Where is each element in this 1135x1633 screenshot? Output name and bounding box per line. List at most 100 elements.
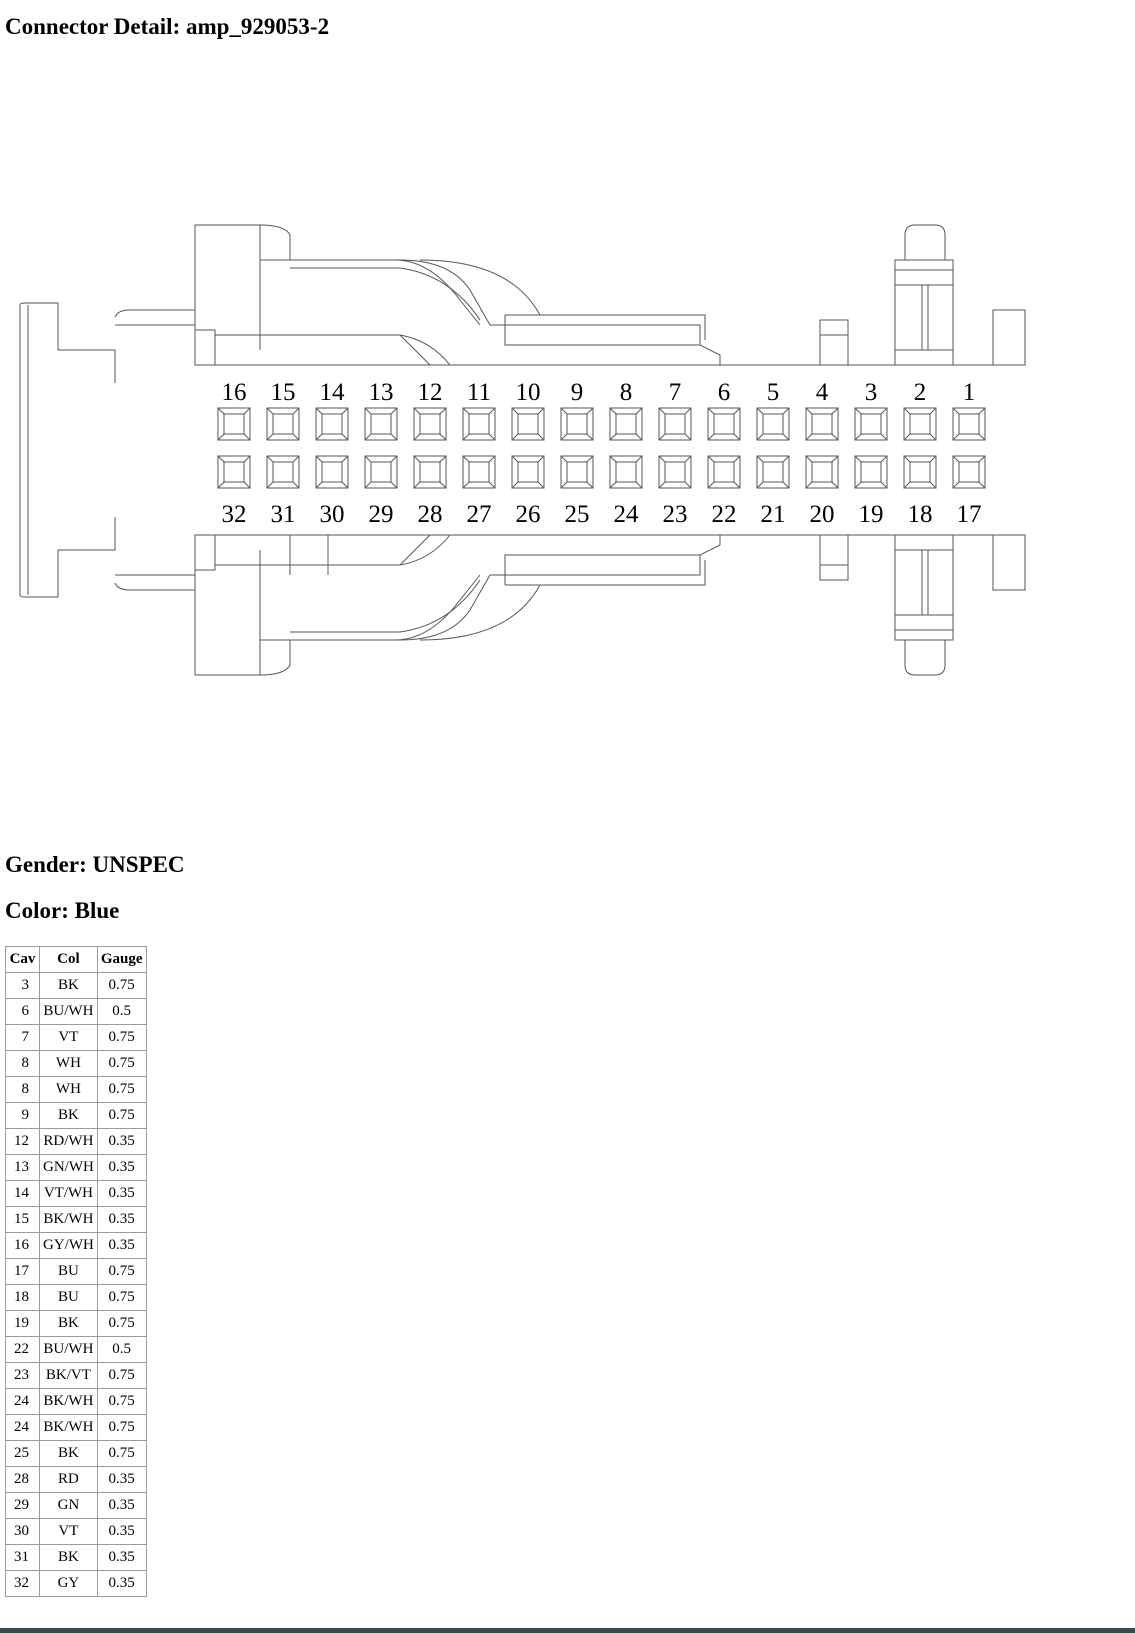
cell-cav: 24 [5,1414,40,1441]
cell-col: RD/WH [39,1128,98,1155]
cell-gauge: 0.35 [96,1492,147,1519]
cavity-number: 5 [767,379,780,406]
cavity-number: 4 [816,379,829,406]
cavity [854,407,888,441]
cavity-number: 31 [271,501,296,528]
cavity [805,455,839,489]
cell-cav: 3 [5,972,40,999]
cell-gauge: 0.75 [96,1050,147,1077]
cell-col: BU [39,1258,98,1285]
cell-cav: 22 [5,1336,40,1363]
cavity-number: 27 [467,501,492,528]
cavity [266,407,300,441]
cavity-number: 19 [859,501,884,528]
cell-gauge: 0.75 [96,1310,147,1337]
cavity [658,407,692,441]
cavity-number: 2 [914,379,927,406]
cell-col: BK [39,972,98,999]
cell-cav: 8 [5,1076,40,1103]
cavity [462,407,496,441]
cell-col: WH [39,1076,98,1103]
cell-cav: 23 [5,1362,40,1389]
col-header-cav: Cav [5,946,40,973]
cavity-number: 16 [222,379,247,406]
gender-label: Gender: UNSPEC [5,852,185,877]
cell-gauge: 0.75 [96,1440,147,1467]
cell-gauge: 0.35 [96,1154,147,1181]
cell-cav: 31 [5,1544,40,1571]
cell-col: BK/WH [39,1414,98,1441]
cell-cav: 28 [5,1466,40,1493]
cavity-number: 3 [865,379,878,406]
cavity [854,455,888,489]
cavity-number: 13 [369,379,394,406]
connector-body-outline [194,225,1026,366]
cavity [609,455,643,489]
cavity-number: 21 [761,501,786,528]
cell-col: BU [39,1284,98,1311]
cell-col: GN/WH [39,1154,98,1181]
cavity-number: 17 [957,501,982,528]
cavity [217,407,251,441]
cell-gauge: 0.75 [96,972,147,999]
cell-gauge: 0.75 [96,1284,147,1311]
cell-gauge: 0.75 [96,1102,147,1129]
cell-cav: 7 [5,1024,40,1051]
cell-col: GY [39,1570,98,1597]
cell-cav: 29 [5,1492,40,1519]
cavity [413,455,447,489]
cavity [756,455,790,489]
cavity [609,407,643,441]
cavity [707,455,741,489]
cavity-number: 20 [810,501,835,528]
cell-col: BU/WH [39,998,98,1025]
cavity [364,407,398,441]
cavity [560,455,594,489]
cavity-number: 8 [620,379,633,406]
cell-col: VT [39,1518,98,1545]
cell-gauge: 0.35 [96,1544,147,1571]
cell-gauge: 0.75 [96,1414,147,1441]
cell-cav: 6 [5,998,40,1025]
cavity-number: 1 [963,379,976,406]
cell-cav: 8 [5,1050,40,1077]
cavity-number: 7 [669,379,682,406]
cell-gauge: 0.35 [96,1232,147,1259]
cavity [364,455,398,489]
cavity-number: 18 [908,501,933,528]
cell-gauge: 0.35 [96,1180,147,1207]
cell-gauge: 0.35 [96,1518,147,1545]
cavity [952,407,986,441]
cavity-number: 14 [320,379,346,406]
cell-col: BK [39,1310,98,1337]
cavity-number: 28 [418,501,443,528]
cavity [560,407,594,441]
cell-col: WH [39,1050,98,1077]
cavity-number: 29 [369,501,394,528]
cavity [217,455,251,489]
cell-col: BU/WH [39,1336,98,1363]
cell-gauge: 0.5 [96,1336,147,1363]
cell-gauge: 0.35 [96,1128,147,1155]
cavity [511,455,545,489]
cavity [952,455,986,489]
cell-col: BK [39,1102,98,1129]
cavity-number: 30 [320,501,345,528]
